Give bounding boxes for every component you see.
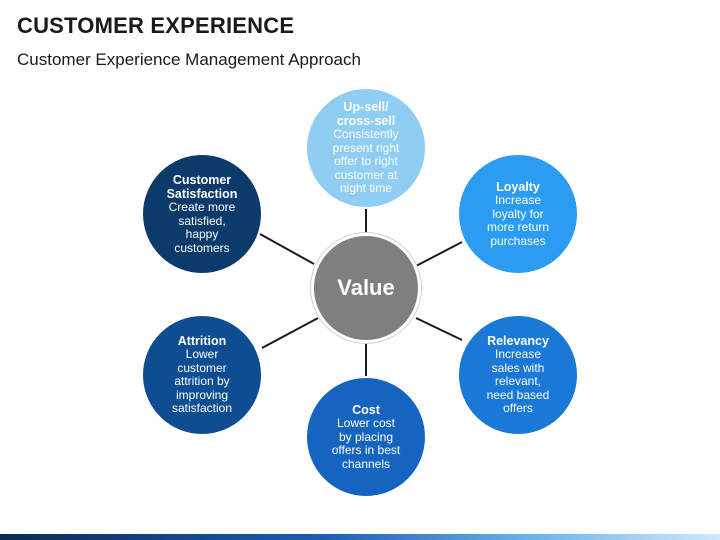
node-loyalty-body: loyalty for: [492, 206, 544, 221]
connector-custsat: [259, 233, 315, 265]
node-loyalty: Loyalty Increase loyalty for more return…: [457, 153, 579, 275]
node-upsell-body: offer to right: [334, 154, 398, 169]
node-custsat-body: satisfied,: [178, 213, 226, 228]
node-custsat-body: customers: [174, 240, 230, 255]
node-relevancy-body: Increase: [494, 347, 542, 362]
node-attrition: Attrition Lower customer attrition by im…: [141, 314, 263, 436]
node-loyalty-body: purchases: [490, 233, 546, 248]
page-title: CUSTOMER EXPERIENCE: [17, 13, 295, 38]
node-relevancy-body: offers: [503, 401, 533, 416]
node-relevancy-title: Relevancy: [487, 334, 549, 349]
node-cost-body: by placing: [338, 429, 394, 444]
node-cost: Cost Lower cost by placing offers in bes…: [305, 376, 427, 498]
connector-relevancy: [415, 317, 463, 341]
node-attrition-body: improving: [175, 387, 229, 402]
node-loyalty-title: Loyalty: [496, 180, 540, 194]
node-relevancy-body: need based: [486, 387, 550, 402]
node-cost-body: offers in best: [331, 443, 401, 457]
node-custsat-title-2: Satisfaction: [166, 187, 238, 201]
node-custsat-body: Create more: [168, 200, 236, 214]
node-upsell-body: night time: [339, 181, 393, 196]
bottom-accent-bar: [0, 534, 720, 540]
value-center-circle: Value: [311, 233, 421, 343]
node-attrition-body: satisfaction: [171, 401, 233, 416]
node-customer-satisfaction: Customer Satisfaction Create more satisf…: [141, 153, 263, 275]
node-upsell: Up-sell/ cross-sell Consistently present…: [305, 87, 427, 209]
node-upsell-body: customer at: [334, 167, 398, 182]
value-label: Value: [337, 275, 395, 300]
node-cost-body: Lower cost: [336, 416, 396, 430]
connector-attrition: [261, 317, 319, 349]
node-attrition-body: Lower: [185, 347, 219, 362]
node-attrition-title: Attrition: [177, 334, 227, 349]
node-upsell-body: Consistently: [333, 127, 399, 142]
connector-loyalty: [415, 241, 463, 267]
node-loyalty-body: more return: [486, 220, 550, 234]
node-loyalty-body: Increase: [494, 193, 542, 207]
node-attrition-body: attrition by: [174, 374, 230, 389]
node-cost-body: channels: [341, 456, 391, 471]
page-subtitle: Customer Experience Management Approach: [17, 50, 361, 69]
node-upsell-body: present right: [332, 140, 400, 155]
node-cost-title: Cost: [352, 403, 380, 417]
node-custsat-body: happy: [185, 227, 219, 241]
node-custsat-title-1: Customer: [172, 173, 232, 187]
node-upsell-title-2: cross-sell: [336, 114, 396, 129]
node-attrition-body: customer: [177, 360, 227, 375]
node-relevancy-body: sales with: [491, 360, 545, 375]
node-relevancy-body: relevant,: [494, 374, 542, 389]
node-upsell-title-1: Up-sell/: [343, 100, 389, 115]
node-relevancy: Relevancy Increase sales with relevant, …: [457, 314, 579, 436]
